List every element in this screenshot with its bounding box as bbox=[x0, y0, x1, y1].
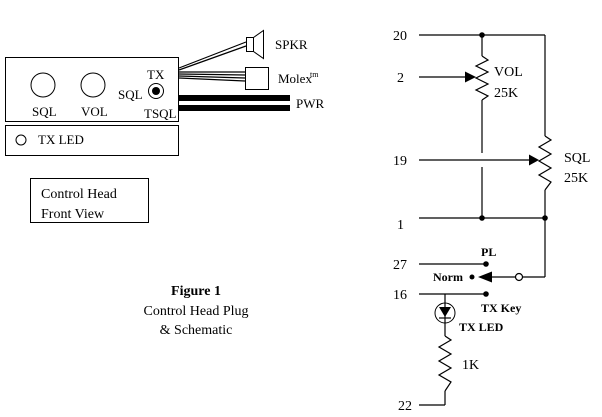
sql-knob-label: SQL bbox=[32, 104, 57, 119]
molex-connector: Molex tm bbox=[245, 67, 319, 90]
power-cable bbox=[179, 95, 290, 101]
molex-label: Molex bbox=[278, 71, 312, 86]
switch-norm-label: Norm bbox=[433, 270, 463, 284]
vol-knob-icon bbox=[80, 72, 106, 98]
jack-sql-label: SQL bbox=[118, 87, 143, 102]
jack-tsql-label: TSQL bbox=[144, 106, 177, 121]
sql-potentiometer-icon bbox=[537, 135, 553, 191]
switch-tx-key-label: TX Key bbox=[481, 301, 521, 315]
pin-22-label: 22 bbox=[398, 399, 412, 414]
pin-1-label: 1 bbox=[397, 218, 404, 233]
molex-wire bbox=[178, 77, 246, 82]
speaker-wire bbox=[178, 41, 247, 69]
tx-led-schematic-label: TX LED bbox=[459, 320, 504, 334]
switch-pl-label: PL bbox=[481, 245, 496, 259]
pin-16-label: 16 bbox=[393, 288, 407, 303]
vol-pot-name: VOL bbox=[494, 65, 523, 80]
pin-2-label: 2 bbox=[397, 71, 404, 86]
front-view-caption: Control Head Front View bbox=[30, 178, 149, 223]
cable-bundle bbox=[178, 41, 290, 111]
junction-dot bbox=[542, 215, 548, 221]
resistor-value: 1K bbox=[462, 358, 479, 373]
jack-tx-label: TX bbox=[147, 67, 165, 82]
molex-wire bbox=[178, 75, 246, 79]
speaker-wire bbox=[178, 45, 247, 71]
pin-27-label: 27 bbox=[393, 258, 407, 273]
vol-wiper-arrow-icon bbox=[465, 71, 476, 83]
pin-19-label: 19 bbox=[393, 154, 407, 169]
sql-pot-value: 25K bbox=[564, 171, 588, 186]
figure-caption-line2: & Schematic bbox=[160, 323, 233, 338]
control-head-body bbox=[5, 57, 179, 122]
led-panel bbox=[5, 125, 179, 156]
vol-pot-value: 25K bbox=[494, 86, 518, 101]
front-view-caption-line1: Control Head bbox=[41, 187, 117, 202]
molex-trademark: tm bbox=[310, 70, 319, 79]
control-head-drawing: SQL VOL TX SQL TSQL TX LED bbox=[5, 57, 179, 156]
tx-led-panel-label: TX LED bbox=[38, 132, 84, 147]
figure-caption-line1: Control Head Plug bbox=[144, 304, 249, 319]
vol-potentiometer-icon bbox=[474, 55, 490, 101]
molex-wire bbox=[178, 73, 246, 76]
switch-pivot-icon bbox=[514, 272, 524, 282]
power-cable bbox=[179, 105, 290, 111]
pin-20-label: 20 bbox=[393, 29, 407, 44]
sql-knob-icon bbox=[30, 72, 56, 98]
vol-knob-label: VOL bbox=[81, 104, 108, 119]
tx-led-icon bbox=[15, 134, 27, 146]
switch-contact-norm bbox=[469, 274, 475, 280]
switch-contact-pl bbox=[483, 261, 489, 267]
tx-sql-jack-icon bbox=[148, 83, 164, 99]
speaker-cone-icon bbox=[253, 29, 264, 60]
switch-arm-arrow-icon bbox=[478, 271, 492, 283]
junction-dot bbox=[479, 215, 485, 221]
sql-wiper-arrow-icon bbox=[529, 154, 539, 166]
resistor-1k-icon bbox=[437, 335, 453, 392]
speaker: SPKR bbox=[246, 29, 308, 60]
figure-title: Figure 1 bbox=[171, 284, 221, 299]
sql-pot-name: SQL bbox=[564, 151, 590, 166]
front-view-caption-line2: Front View bbox=[41, 207, 105, 222]
figure-caption: Figure 1 Control Head Plug & Schematic bbox=[144, 284, 249, 338]
tx-sql-jack-center-icon bbox=[152, 87, 160, 95]
schematic: 20 2 VOL 25K 19 SQL 25K 1 27 PL Norm bbox=[393, 29, 590, 414]
speaker-label: SPKR bbox=[275, 37, 308, 52]
power-label: PWR bbox=[296, 96, 325, 111]
switch-contact-tx-key bbox=[483, 291, 489, 297]
front-view-caption-box bbox=[30, 178, 149, 223]
speaker-icon bbox=[246, 37, 254, 52]
molex-connector-icon bbox=[245, 67, 269, 90]
